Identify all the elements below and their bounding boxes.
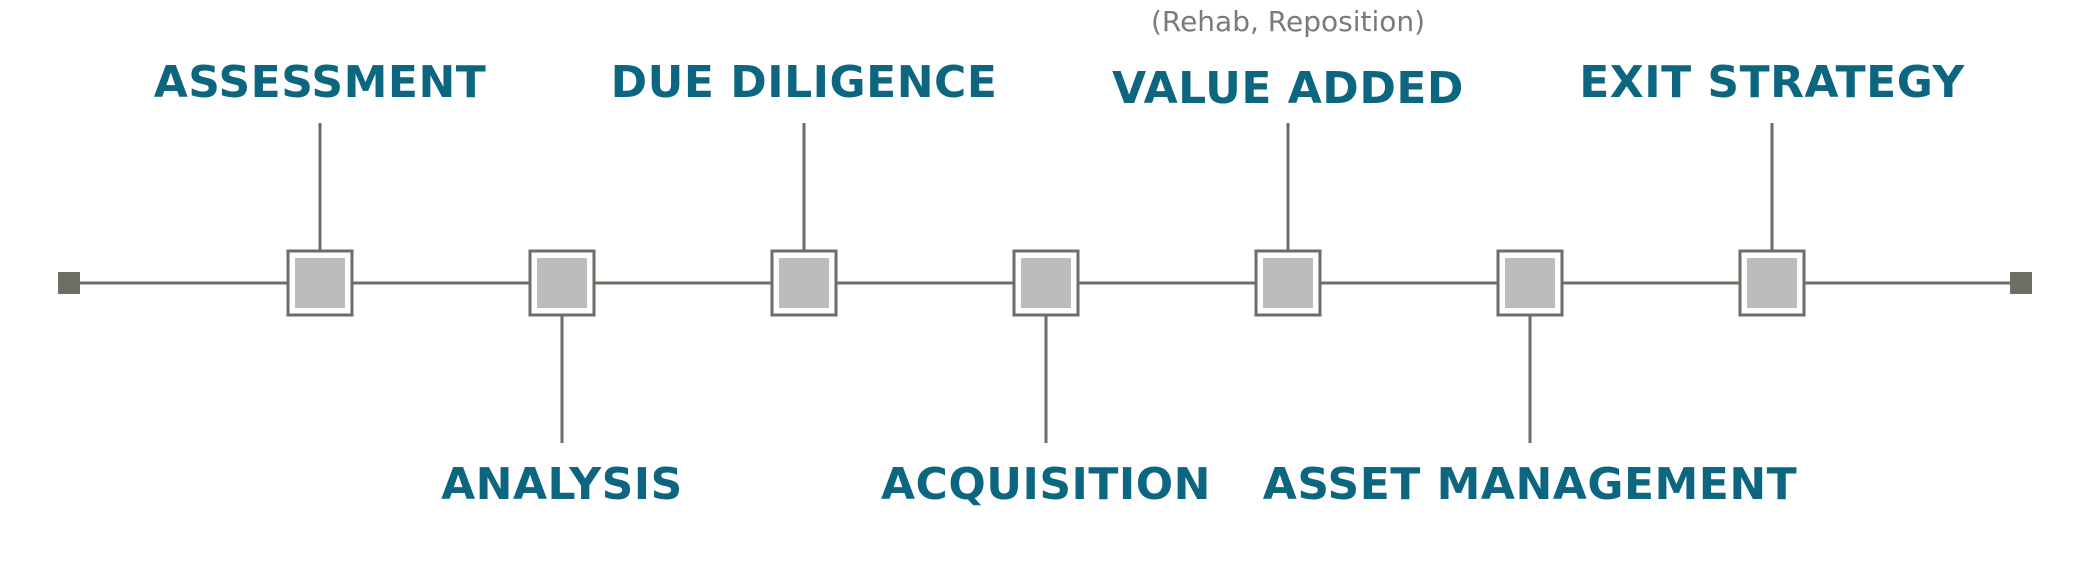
step-label: ASSET MANAGEMENT bbox=[1263, 459, 1797, 510]
timeline-step: ACQUISITION bbox=[881, 249, 1211, 510]
step-label: ACQUISITION bbox=[881, 459, 1211, 510]
timeline-step: ANALYSIS bbox=[441, 249, 683, 510]
step-marker bbox=[779, 258, 829, 308]
timeline-step: DUE DILIGENCE bbox=[611, 57, 998, 317]
step-marker bbox=[1505, 258, 1555, 308]
timeline-step: EXIT STRATEGY bbox=[1579, 57, 1965, 317]
step-label: DUE DILIGENCE bbox=[611, 57, 998, 108]
step-marker bbox=[1263, 258, 1313, 308]
timeline-step: ASSESSMENT bbox=[154, 57, 487, 317]
step-marker bbox=[537, 258, 587, 308]
timeline-start-cap bbox=[58, 272, 80, 294]
step-label: EXIT STRATEGY bbox=[1579, 57, 1965, 108]
timeline-step: ASSET MANAGEMENT bbox=[1263, 249, 1797, 510]
step-sublabel: (Rehab, Reposition) bbox=[1151, 5, 1425, 38]
step-marker bbox=[1021, 258, 1071, 308]
step-label: ANALYSIS bbox=[441, 459, 683, 510]
step-label: VALUE ADDED bbox=[1112, 63, 1464, 114]
timeline-end-cap bbox=[2010, 272, 2032, 294]
timeline-step: VALUE ADDED (Rehab, Reposition) bbox=[1112, 5, 1464, 317]
step-label: ASSESSMENT bbox=[154, 57, 487, 108]
step-marker bbox=[1747, 258, 1797, 308]
step-marker bbox=[295, 258, 345, 308]
timeline-steps: ASSESSMENT ANALYSIS DUE DILIGENCE ACQUISITI… bbox=[154, 5, 1965, 510]
